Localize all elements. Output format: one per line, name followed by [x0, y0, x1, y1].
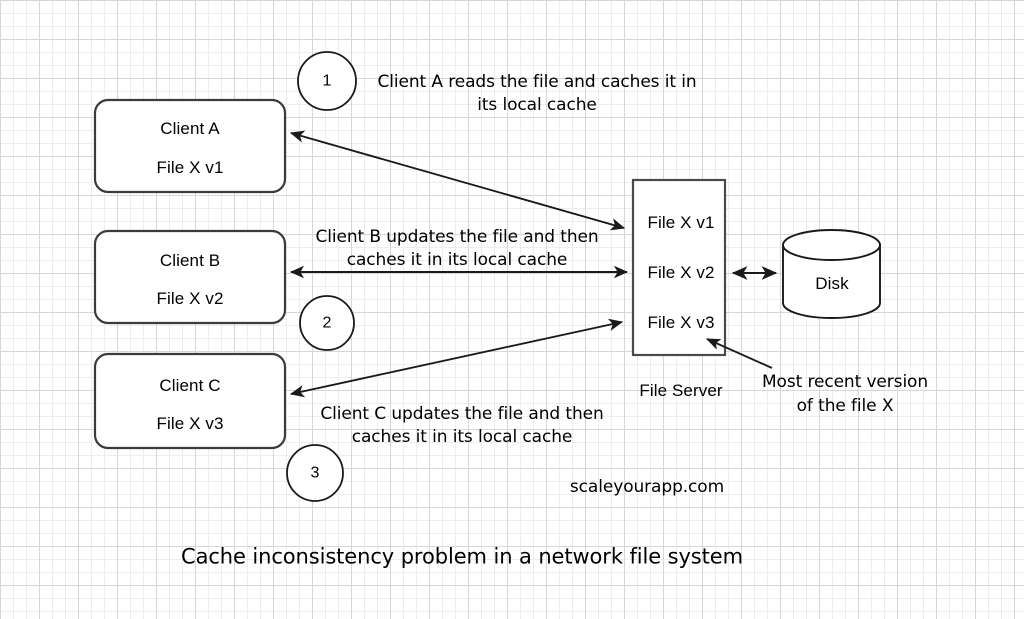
- step-number-2: 2: [322, 314, 332, 332]
- client-a-file-version: File X v1: [156, 157, 224, 177]
- arrow-most-recent-version: [705, 338, 773, 369]
- client-box-c: [93, 352, 287, 450]
- arrow-client-c-server: [289, 318, 624, 398]
- arrow-client-a-server: [289, 130, 626, 231]
- client-c-file-version: File X v3: [156, 413, 224, 433]
- step-number-1: 1: [322, 72, 332, 90]
- most-recent-version-line-1: Most recent version: [761, 371, 929, 392]
- server-file-v1: File X v1: [647, 212, 715, 232]
- step-number-3: 3: [310, 464, 320, 482]
- disk-label: Disk: [815, 273, 849, 293]
- step-3-caption-line-1: Client C updates the file and then: [320, 403, 604, 424]
- step-circle-3: [286, 444, 344, 502]
- client-box-b: [93, 229, 287, 325]
- step-1-caption-line-2: its local cache: [477, 94, 597, 115]
- client-box-a: [93, 98, 287, 194]
- client-c-name: Client C: [159, 375, 221, 395]
- step-1-caption-line-1: Client A reads the file and caches it in: [377, 71, 697, 92]
- file-server-label: File Server: [639, 380, 723, 400]
- disk-cylinder: [782, 229, 881, 319]
- client-b-name: Client B: [159, 250, 221, 270]
- client-b-file-version: File X v2: [156, 288, 224, 308]
- diagram-title: Cache inconsistency problem in a network…: [181, 544, 743, 569]
- most-recent-version-line-2: of the file X: [796, 395, 894, 416]
- file-server-box: [631, 178, 727, 357]
- watermark: scaleyourapp.com: [569, 476, 725, 497]
- step-2-caption-line-2: caches it in its local cache: [346, 249, 568, 270]
- step-circle-1: [297, 51, 357, 111]
- server-file-v3: File X v3: [647, 312, 715, 332]
- step-3-caption-line-2: caches it in its local cache: [351, 426, 573, 447]
- server-file-v2: File X v2: [647, 262, 715, 282]
- step-2-caption-line-1: Client B updates the file and then: [315, 226, 599, 247]
- client-a-name: Client A: [160, 118, 220, 138]
